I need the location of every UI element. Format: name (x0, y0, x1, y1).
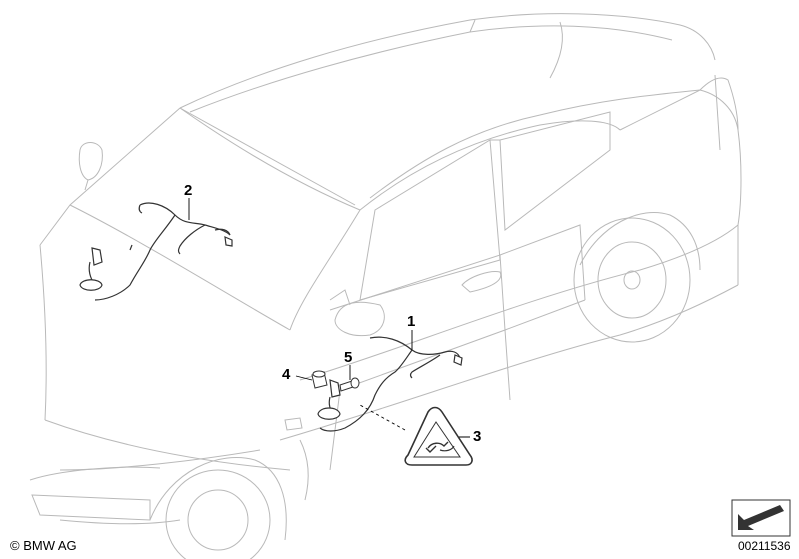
grommet-part-4 (311, 370, 328, 389)
callout-3: 3 (473, 428, 482, 445)
car-outline (29, 13, 742, 559)
diagram-number: 00211536 (738, 539, 791, 553)
callout-1: 1 (407, 313, 416, 330)
warning-label-part-3 (404, 406, 473, 466)
callout-5: 5 (344, 349, 353, 366)
copyright-text: © BMW AG (10, 538, 77, 553)
bolt-part-5 (339, 377, 360, 392)
wiring-harness-1 (317, 336, 463, 432)
wiring-harness-2 (79, 202, 233, 301)
leader-lines (188, 198, 470, 438)
callout-2: 2 (184, 182, 193, 199)
diagram-arrow-icon (731, 499, 791, 537)
callout-4: 4 (282, 366, 291, 383)
